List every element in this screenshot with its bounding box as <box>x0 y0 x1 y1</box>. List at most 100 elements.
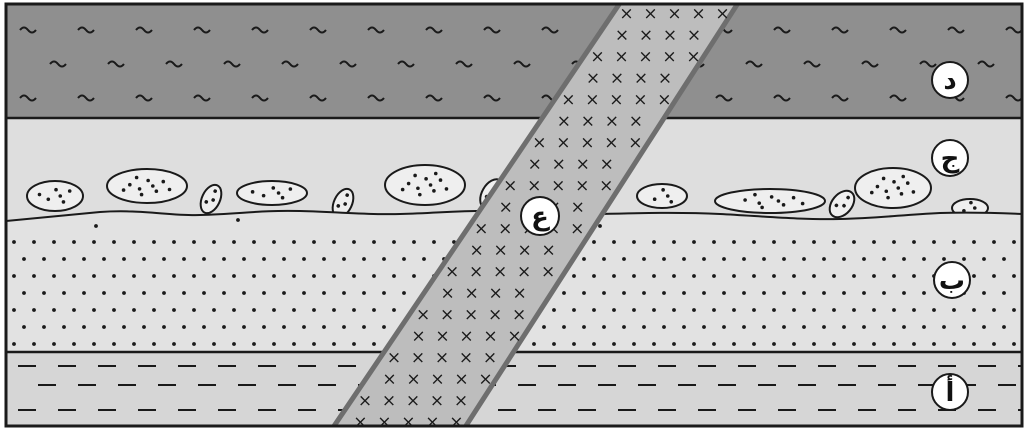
sand-dot <box>362 325 366 329</box>
sand-dot <box>822 291 826 295</box>
sand-dot <box>882 325 886 329</box>
sand-dot <box>782 325 786 329</box>
sand-dot <box>332 342 336 346</box>
sand-dot <box>272 308 276 312</box>
tilde-mark <box>193 94 211 102</box>
sand-dot <box>712 342 716 346</box>
sand-dot <box>542 325 546 329</box>
sand-dot <box>662 291 666 295</box>
dike-x-mark: × <box>581 112 595 132</box>
dike-x-mark: × <box>576 155 590 175</box>
sand-dot <box>962 325 966 329</box>
sand-dot <box>852 342 856 346</box>
tilde-mark <box>425 94 443 102</box>
sand-dot <box>742 291 746 295</box>
dike-x-mark: × <box>440 305 454 325</box>
dike-x-mark: × <box>551 176 565 196</box>
dike-x-mark: × <box>604 133 618 153</box>
tilde-mark <box>49 60 67 68</box>
dike-x-mark: × <box>353 413 367 432</box>
sand-dot <box>282 325 286 329</box>
sand-dot <box>142 325 146 329</box>
sand-dot <box>752 308 756 312</box>
sand-dot <box>598 224 602 228</box>
sand-dot <box>762 291 766 295</box>
dike-x-mark: × <box>532 133 546 153</box>
dike-x-mark: × <box>528 155 542 175</box>
sand-dot <box>372 274 376 278</box>
sand-dot <box>92 240 96 244</box>
tilde-mark <box>831 26 849 34</box>
sand-dot <box>92 342 96 346</box>
sand-dot <box>242 291 246 295</box>
layer-a <box>6 352 1022 426</box>
dike-x-mark: × <box>614 47 628 67</box>
sand-dot <box>802 257 806 261</box>
sand-dot <box>402 257 406 261</box>
sand-dot <box>832 308 836 312</box>
svg-text:ب: ب <box>939 266 965 296</box>
sand-dot <box>172 342 176 346</box>
sand-dot <box>692 342 696 346</box>
sand-dot <box>252 342 256 346</box>
label-d: د <box>931 61 969 99</box>
svg-text:د: د <box>943 66 956 96</box>
sand-dot <box>632 342 636 346</box>
tilde-mark <box>223 60 241 68</box>
dike-x-mark: × <box>629 112 643 132</box>
sand-dot <box>712 240 716 244</box>
pebble <box>26 180 84 212</box>
sand-dot <box>702 291 706 295</box>
tilde-mark <box>19 26 37 34</box>
sand-dot <box>792 342 796 346</box>
sand-dot <box>352 240 356 244</box>
dike-x-mark: × <box>435 348 449 368</box>
sand-dot <box>902 325 906 329</box>
dike-x-mark: × <box>633 90 647 110</box>
tilde-mark <box>1005 26 1022 34</box>
sand-dot <box>602 257 606 261</box>
tilde-mark <box>831 94 849 102</box>
sand-dot <box>372 240 376 244</box>
dike-x-mark: × <box>488 305 502 325</box>
sand-dot <box>592 308 596 312</box>
pebble <box>714 188 826 214</box>
pebble <box>636 183 688 209</box>
sand-dot <box>282 257 286 261</box>
sand-dot <box>642 257 646 261</box>
pebble <box>384 164 466 206</box>
dike-x-mark: × <box>445 262 459 282</box>
sand-dot <box>812 308 816 312</box>
sand-dot <box>652 274 656 278</box>
dike-x-mark: × <box>474 219 488 239</box>
tilde-mark <box>513 60 531 68</box>
dike-x-mark: × <box>619 4 633 24</box>
sand-dot <box>152 308 156 312</box>
sand-dot <box>172 308 176 312</box>
sand-dot <box>62 257 66 261</box>
sand-dot <box>992 274 996 278</box>
sand-dot <box>302 325 306 329</box>
sand-dot <box>122 325 126 329</box>
sand-dot <box>612 274 616 278</box>
sand-dot <box>212 308 216 312</box>
sand-dot <box>722 325 726 329</box>
sand-dot <box>72 342 76 346</box>
sand-dot <box>12 342 16 346</box>
sand-dot <box>162 291 166 295</box>
dike-x-mark: × <box>638 47 652 67</box>
sand-dot <box>312 342 316 346</box>
sand-dot <box>42 325 46 329</box>
sand-dot <box>232 240 236 244</box>
dike-x-mark: × <box>430 391 444 411</box>
sand-dot <box>262 291 266 295</box>
tilde-mark <box>77 26 95 34</box>
tilde-mark <box>251 26 269 34</box>
dike-x-mark: × <box>406 391 420 411</box>
dike-x-mark: × <box>406 370 420 390</box>
sand-dot <box>892 308 896 312</box>
sand-dot <box>872 308 876 312</box>
sand-dot <box>322 257 326 261</box>
sand-dot <box>562 291 566 295</box>
dike-x-mark: × <box>478 370 492 390</box>
